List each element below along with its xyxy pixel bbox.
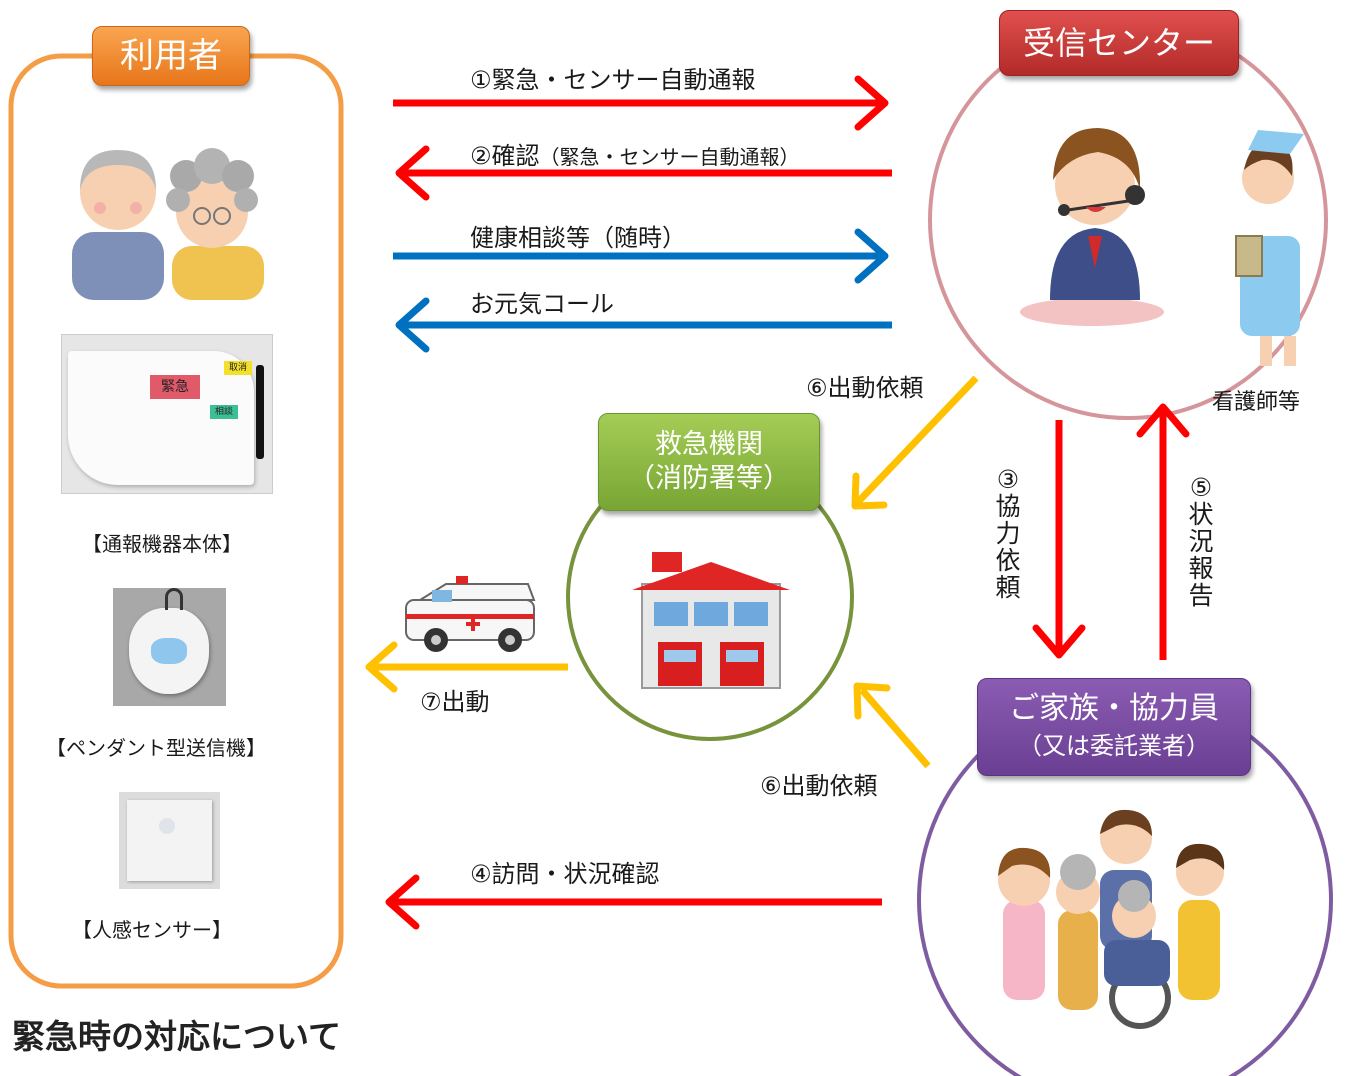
nurse-illustration bbox=[1235, 130, 1304, 366]
operator-illustration bbox=[1020, 128, 1164, 326]
fire-station-illustration bbox=[632, 552, 790, 689]
pendant-cord bbox=[165, 588, 183, 610]
label-f4: ④訪問・状況確認 bbox=[470, 860, 660, 888]
arrow-f5 bbox=[1136, 403, 1190, 660]
label-f1: ①緊急・センサー自動通報 bbox=[470, 66, 756, 94]
arrow-f3 bbox=[1032, 420, 1086, 659]
ambulance-illustration bbox=[405, 576, 536, 652]
label-f6-family: ⑥出動依頼 bbox=[760, 772, 878, 800]
label-f3: ③協力依頼 bbox=[995, 465, 1021, 602]
user-badge: 利用者 bbox=[92, 26, 250, 86]
sensor-body bbox=[127, 800, 212, 881]
label-genki: お元気コール bbox=[470, 290, 614, 318]
cancel-button-label: 取消 bbox=[224, 361, 252, 375]
antenna-icon bbox=[256, 365, 264, 459]
label-f2: ②確認（緊急・センサー自動通報） bbox=[470, 136, 800, 171]
family-group-illustration bbox=[998, 809, 1225, 1029]
label-f2-main: ②確認 bbox=[470, 142, 540, 170]
consult-button-label: 相談 bbox=[210, 405, 238, 419]
rescue-badge: 救急機関 （消防署等） bbox=[598, 413, 820, 511]
rescue-badge-line1: 救急機関 bbox=[655, 429, 763, 460]
rescue-badge-line2: （消防署等） bbox=[628, 463, 790, 494]
arrow-f1 bbox=[393, 75, 889, 131]
elderly-couple-illustration bbox=[72, 148, 264, 300]
family-badge: ご家族・協力員 （又は委託業者） bbox=[977, 678, 1251, 776]
family-badge-line2: （又は委託業者） bbox=[1018, 732, 1210, 760]
arrow-f6-center bbox=[851, 375, 979, 510]
arrow-genki bbox=[395, 297, 892, 353]
pendant-button bbox=[151, 638, 187, 664]
pendant-photo bbox=[113, 588, 226, 706]
nurse-label: 看護師等 bbox=[1212, 390, 1301, 415]
arrow-f7 bbox=[365, 641, 568, 693]
emergency-button-label: 緊急 bbox=[150, 375, 200, 399]
label-health: 健康相談等（随時） bbox=[470, 224, 686, 252]
main-unit-photo: 緊急 取消 相談 bbox=[61, 334, 273, 494]
label-f7: ⑦出動 bbox=[420, 688, 490, 716]
page-title: 緊急時の対応について bbox=[12, 1017, 342, 1056]
pendant-caption: 【ペンダント型送信機】 bbox=[46, 736, 266, 760]
main-unit-caption: 【通報機器本体】 bbox=[82, 532, 242, 556]
sensor-photo bbox=[119, 792, 220, 889]
arrow-f2 bbox=[395, 145, 892, 201]
sensor-caption: 【人感センサー】 bbox=[72, 918, 232, 942]
arrow-f4 bbox=[385, 874, 882, 930]
center-badge: 受信センター bbox=[999, 10, 1239, 76]
arrow-health bbox=[393, 228, 889, 284]
sensor-lens bbox=[159, 818, 175, 834]
family-badge-line1: ご家族・協力員 bbox=[1009, 691, 1219, 726]
arrow-f6-family bbox=[853, 682, 931, 769]
label-f5: ⑤状況報告 bbox=[1188, 473, 1214, 610]
label-f6-center: ⑥出動依頼 bbox=[806, 374, 924, 402]
label-f2-sub: （緊急・センサー自動通報） bbox=[539, 145, 800, 169]
